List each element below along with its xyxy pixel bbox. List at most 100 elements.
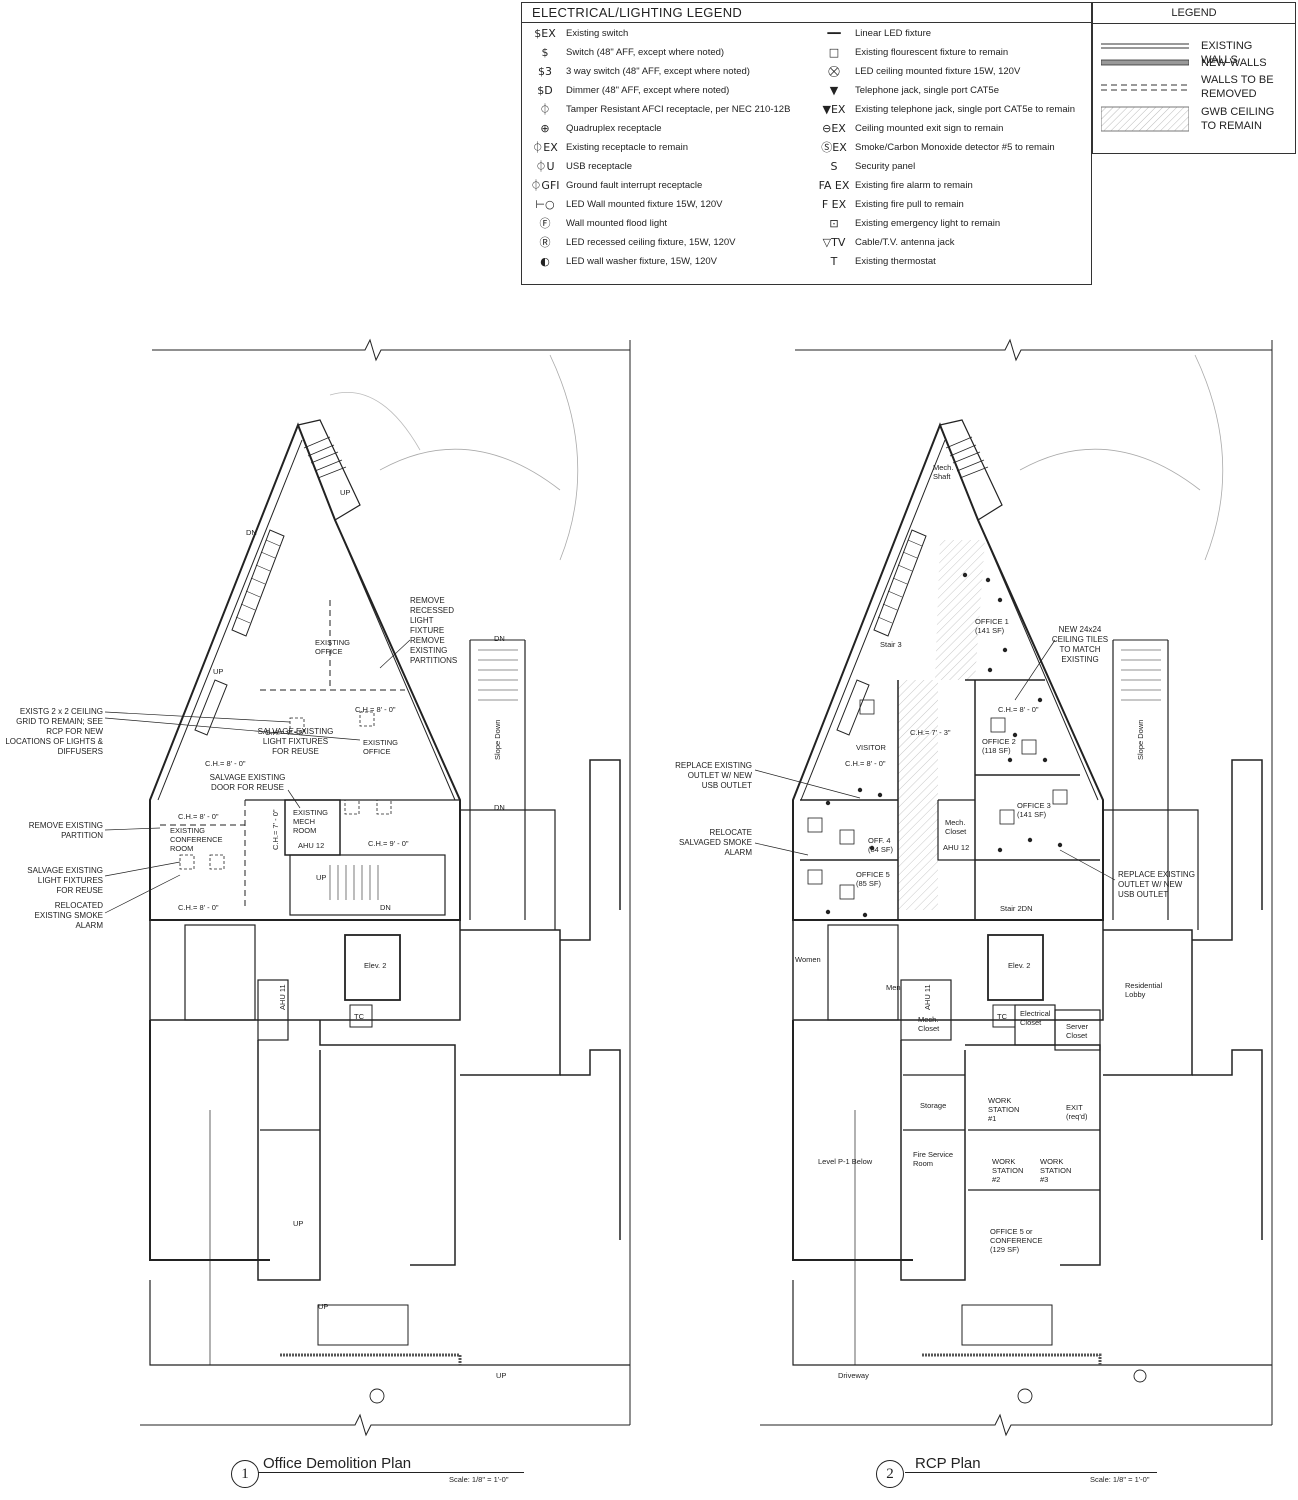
stair-label: UP	[496, 1371, 506, 1380]
plan-2-labels: Mech.Shaft Stair 3 OFFICE 1(141 SF) OFFI…	[795, 463, 1162, 1380]
key-label: NEW WALLS	[1201, 57, 1267, 69]
ceiling-height: C.H.= 7' - 3"	[265, 728, 306, 737]
room-label: Mech.Shaft	[933, 463, 953, 481]
room-label: AHU 11	[278, 984, 287, 1010]
new-walls-sample	[1101, 59, 1189, 66]
legend-label: Existing thermostat	[855, 256, 936, 267]
room-label: Mech.Closet	[918, 1015, 940, 1033]
legend-label: 3 way switch (48" AFF, except where note…	[566, 66, 750, 77]
legend-symbol-icon: $EX	[534, 27, 556, 40]
legend-label: Cable/T.V. antenna jack	[855, 237, 955, 248]
walls-removed-sample	[1101, 84, 1189, 91]
room-label: Stair 3	[880, 640, 902, 649]
key-gwb-ceiling: GWB CEILING TO REMAIN	[1101, 105, 1291, 135]
note-replace-outlet-2: REPLACE EXISTING OUTLET W/ NEW USB OUTLE…	[1118, 870, 1195, 899]
room-label: EXIT(req'd)	[1066, 1103, 1088, 1121]
legend-label: Existing fire alarm to remain	[855, 180, 973, 191]
note-salvage-fixtures-1: SALVAGE EXISTING LIGHT FIXTURES FOR REUS…	[257, 727, 334, 756]
stair-label: UP	[316, 873, 326, 882]
legend-label: LED ceiling mounted fixture 15W, 120V	[855, 66, 1021, 77]
legend-symbol-icon: Ⓕ	[539, 217, 551, 230]
stair-label: DN	[246, 528, 257, 537]
legend-symbol-icon: ⊖EX	[822, 122, 846, 135]
plan-2-leaders	[754, 639, 1116, 881]
room-label: Driveway	[838, 1371, 869, 1380]
legend-symbol-icon: FA EX	[818, 179, 850, 192]
legend-symbol-icon: $	[541, 46, 549, 59]
legend-label: USB receptacle	[566, 161, 633, 172]
key-label: EXISTING WALLS	[1201, 40, 1253, 66]
note-remove-partition: REMOVE EXISTING PARTITION	[28, 821, 103, 840]
legend-label: Ground fault interrupt receptacle	[566, 180, 703, 191]
legend-symbol-icon: F EX	[821, 198, 847, 211]
room-label: OFFICE 2(118 SF)	[982, 737, 1016, 755]
legend-label: LED wall washer fixture, 15W, 120V	[566, 256, 718, 267]
legend-label: Wall mounted flood light	[566, 218, 668, 229]
legend-symbol-icon: Ⓡ	[539, 236, 551, 249]
room-label: Level P-1 Below	[818, 1157, 873, 1166]
legend-symbol-icon: ⊕	[540, 122, 550, 135]
legend-symbol-icon: ⏀U	[535, 160, 555, 173]
ceiling-height: C.H.= 8' - 0"	[998, 705, 1039, 714]
legend-label: LED recessed ceiling fixture, 15W, 120V	[566, 237, 736, 248]
plan-title: Office Demolition Plan	[263, 1455, 412, 1472]
ceiling-height: C.H.= 7' - 3"	[910, 728, 951, 737]
legend-symbol-icon: S	[830, 160, 838, 173]
legend-symbol-icon: ⛒	[828, 65, 840, 78]
room-label: AHU 12	[943, 843, 969, 852]
key-title: LEGEND	[1171, 7, 1217, 19]
legend-label: Quadruplex receptacle	[566, 123, 662, 134]
legend-label: Tamper Resistant AFCI receptacle, per NE…	[566, 104, 791, 115]
key-label: GWB CEILING TO REMAIN	[1201, 106, 1275, 132]
stair-label: DN	[494, 634, 505, 643]
note-remove-recessed: REMOVE RECESSED LIGHT FIXTURE REMOVE EXI…	[410, 596, 458, 665]
legend-label: Existing telephone jack, single port CAT…	[855, 104, 1076, 115]
room-label: OFF. 4(84 SF)	[868, 836, 894, 854]
title-rule	[905, 1472, 1157, 1473]
legend-label: Smoke/Carbon Monoxide detector #5 to rem…	[855, 142, 1055, 153]
stair-label: UP	[213, 667, 223, 676]
legend-symbol-icon: $3	[538, 65, 552, 78]
legend-title: ELECTRICAL/LIGHTING LEGEND	[532, 5, 743, 20]
stair-label: DN	[494, 803, 505, 812]
note-salvage-door: SALVAGE EXISTING DOOR FOR REUSE	[209, 773, 286, 792]
legend-label: Switch (48" AFF, except where noted)	[566, 47, 725, 58]
plan-1-office-demolition	[140, 338, 631, 1437]
plan-1-leaders	[104, 639, 411, 914]
stair-label: UP	[340, 488, 350, 497]
key-title-rule	[1093, 23, 1295, 24]
stair-label: DN	[380, 903, 391, 912]
legend-symbol-icon: ▼EX	[822, 103, 846, 116]
ceiling-height: C.H.= 8' - 0"	[355, 705, 396, 714]
slope-label: Slope Down	[493, 720, 502, 760]
ceiling-height: C.H.= 8' - 0"	[205, 759, 246, 768]
legend-label: Telephone jack, single port CAT5e	[855, 85, 999, 96]
plan-2-rcp	[760, 338, 1273, 1437]
thermostat-label: TC	[354, 1012, 365, 1021]
legend-label: Linear LED fixture	[855, 28, 932, 39]
legend-symbol-icon: ⏀EX	[532, 141, 558, 154]
room-label: Storage	[920, 1101, 946, 1110]
room-label: AHU 12	[298, 841, 324, 850]
note-new-ceiling-tiles: NEW 24x24 CEILING TILES TO MATCH EXISTIN…	[1051, 625, 1109, 664]
note-relocate-alarm: RELOCATE SALVAGED SMOKE ALARM	[678, 828, 752, 857]
legend-symbol-icon: ⏀GFI	[530, 179, 560, 192]
legend-symbol-icon: ⏀	[539, 103, 551, 116]
legend-symbol-icon: ◐	[540, 255, 550, 268]
legend-label: Existing flourescent fixture to remain	[855, 47, 1009, 58]
room-label: Stair 2DN	[1000, 904, 1033, 913]
legend-symbol-icon: ⊢○	[535, 198, 555, 211]
legend-label: LED Wall mounted fixture 15W, 120V	[566, 199, 723, 210]
